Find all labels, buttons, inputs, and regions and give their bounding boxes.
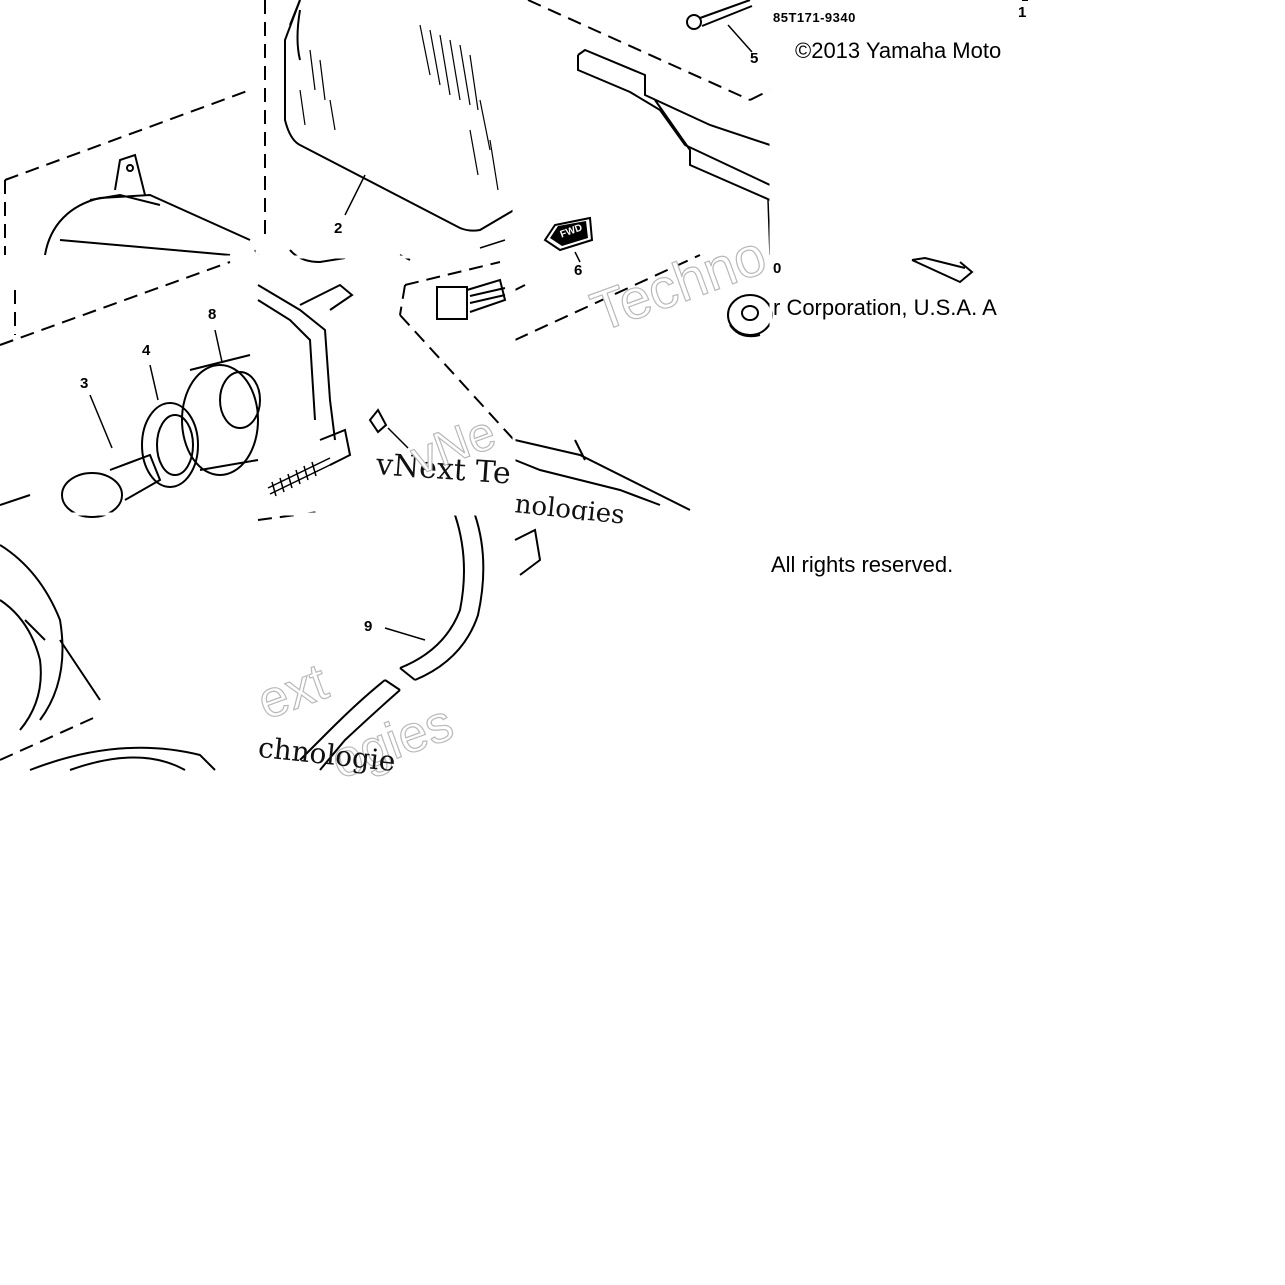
- callout-5: 5: [750, 50, 759, 67]
- copyright-line-3: All rights reserved.: [771, 552, 954, 577]
- callout-1: 1: [1018, 4, 1027, 21]
- right-fragment: [727, 0, 1028, 338]
- lamp-body-lower: [0, 544, 216, 771]
- part-code-label: 85T171-9340: [773, 10, 856, 25]
- wiring-connector: [399, 239, 691, 511]
- headlight-housing: [4, 89, 259, 335]
- bulb-and-socket: [0, 261, 261, 518]
- callout-9: 9: [364, 618, 373, 635]
- copyright-line-2: r Corporation, U.S.A. A: [773, 295, 997, 320]
- callout-6: 6: [574, 262, 583, 279]
- callout-4: 4: [142, 342, 151, 359]
- callout-10: 0: [773, 260, 782, 277]
- callout-8: 8: [208, 306, 217, 323]
- callout-3: 3: [80, 375, 89, 392]
- callout-2: 2: [334, 220, 343, 237]
- mounting-bracket: [514, 0, 771, 341]
- copyright-line-1: ©2013 Yamaha Moto: [795, 38, 1002, 63]
- headlight-lens: [264, 0, 515, 264]
- hose: [299, 514, 542, 771]
